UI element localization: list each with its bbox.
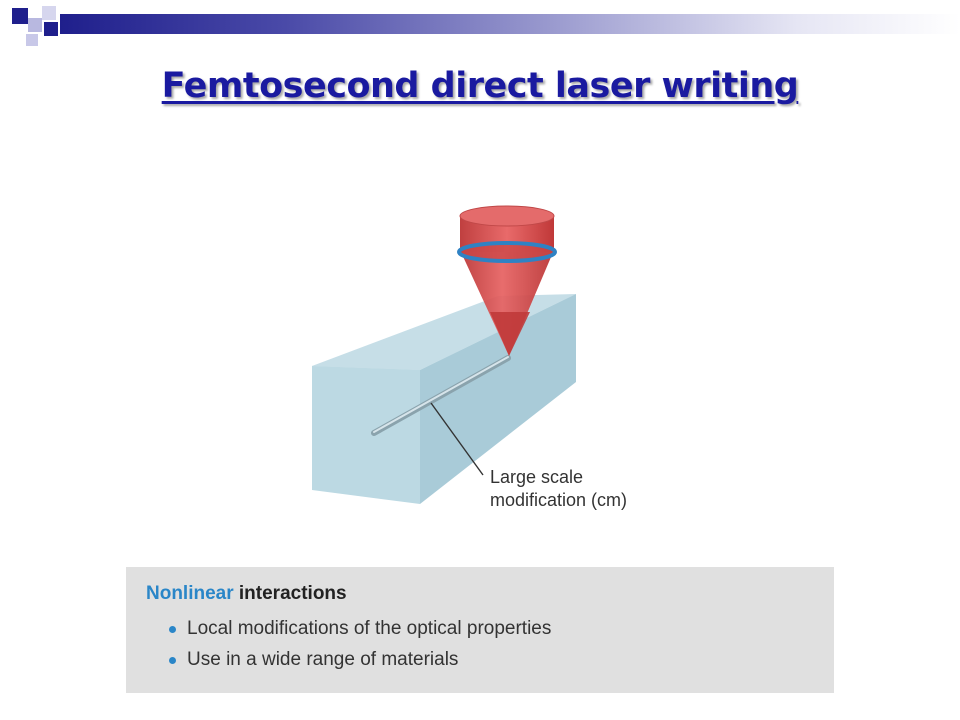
bullet-dot-icon <box>169 657 176 664</box>
bullet-text: Local modifications of the optical prope… <box>187 618 552 639</box>
laser-writing-diagram <box>312 205 576 504</box>
figure-callout: Large scale modification (cm) <box>490 466 627 512</box>
bullet-text: Use in a wide range of materials <box>187 649 459 670</box>
header-square <box>44 22 58 36</box>
info-box-title: Nonlinear interactions <box>146 583 347 605</box>
callout-line-2: modification (cm) <box>490 490 628 510</box>
glass-block-side <box>420 294 576 504</box>
laser-cone <box>460 250 554 356</box>
waveguide-highlight <box>373 356 509 433</box>
bullet-dot-icon <box>169 626 176 633</box>
header-square <box>12 8 28 24</box>
header-square <box>28 18 42 32</box>
callout-line-1: Large scale <box>490 467 584 487</box>
info-title-accent: Nonlinear <box>146 583 234 604</box>
slide-title: Femtosecond direct laser writing <box>161 66 799 106</box>
info-bullets: Local modifications of the optical prope… <box>168 613 551 675</box>
header-decoration <box>0 0 960 48</box>
objective-top <box>459 205 555 227</box>
bullet-item: Local modifications of the optical prope… <box>168 613 551 644</box>
objective-ring <box>457 241 557 263</box>
header-square <box>42 6 56 20</box>
objective-bottom <box>460 242 554 260</box>
header-square <box>26 34 38 46</box>
bullet-item: Use in a wide range of materials <box>168 644 551 675</box>
header-gradient-bar <box>60 14 960 34</box>
glass-block-front <box>312 366 420 504</box>
info-title-rest: interactions <box>233 583 347 604</box>
callout-leader <box>430 402 484 476</box>
laser-cone-inside-glass <box>490 312 530 356</box>
info-box: Nonlinear interactions Local modificatio… <box>126 567 834 693</box>
